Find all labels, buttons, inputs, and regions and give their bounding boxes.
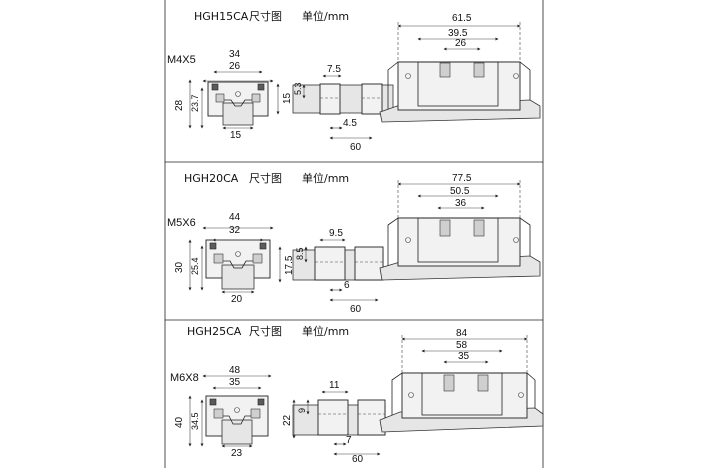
front-view: M5X6 44 32 30 25.4 20 — [167, 212, 274, 305]
dim-rail-width: 20 — [231, 294, 243, 305]
dim-inner-height: 23.7 — [190, 94, 200, 112]
frame — [164, 0, 544, 468]
dim-rail-width: 15 — [230, 130, 242, 141]
unit-label: 单位/mm — [302, 9, 349, 23]
model-name: HGH20CA — [184, 172, 239, 185]
dim-hole-spacing: 36 — [455, 198, 467, 209]
dim-height: 22 — [282, 414, 293, 426]
dim-height: 28 — [174, 99, 185, 111]
dim-upper: 5.3 — [293, 82, 303, 95]
front-view: M6X8 48 35 40 34.5 23 — [170, 365, 272, 459]
model-name: HGH15CA — [194, 10, 249, 23]
dim-bottom: 6 — [344, 280, 350, 291]
dim-top-width: 9.5 — [329, 228, 343, 239]
section-hgh20ca: HGH20CA 尺寸图 单位/mm M5X6 44 32 30 25.4 20 — [167, 171, 541, 315]
front-view: M4X5 34 26 28 23.7 15 — [167, 49, 274, 141]
dim-rail-width: 23 — [231, 448, 243, 459]
plan-view: 84 58 35 — [379, 328, 544, 433]
dim-bottom: 4.5 — [343, 118, 357, 129]
dim-upper: 9 — [297, 408, 307, 413]
title-cn: 尺寸图 — [249, 324, 282, 338]
unit-label: 单位/mm — [302, 171, 349, 185]
dim-inner: 39.5 — [448, 28, 468, 39]
dim-height: 40 — [174, 416, 185, 428]
dim-height: 30 — [174, 261, 185, 273]
title-cn: 尺寸图 — [249, 171, 282, 185]
dim-length: 84 — [456, 328, 468, 339]
dim-width: 48 — [229, 365, 241, 376]
side-view: 11 22 9 7 60 — [282, 380, 386, 465]
side-view: 7.5 15 5.3 4.5 60 — [276, 64, 394, 153]
dim-height: 15 — [282, 92, 293, 104]
plan-view: 77.5 50.5 36 — [379, 173, 541, 281]
dim-hole-pitch: 32 — [229, 225, 241, 236]
unit-label: 单位/mm — [302, 324, 349, 338]
dim-width: 44 — [229, 212, 241, 223]
dim-length: 61.5 — [452, 13, 472, 24]
dim-pitch: 60 — [350, 304, 362, 315]
title-cn: 尺寸图 — [249, 9, 282, 23]
dim-inner: 50.5 — [450, 186, 470, 197]
dim-inner: 58 — [456, 340, 468, 351]
dim-height: 17.5 — [284, 255, 295, 275]
thread-label: M6X8 — [170, 372, 199, 384]
dim-width: 34 — [229, 49, 241, 60]
section-hgh25ca: HGH25CA 尺寸图 单位/mm M6X8 48 35 40 34.5 23 — [170, 324, 544, 465]
dim-top-width: 11 — [329, 380, 340, 391]
dim-pitch: 60 — [352, 454, 364, 465]
side-view: 9.5 17.5 8.5 6 60 — [278, 228, 384, 315]
dim-upper: 8.5 — [295, 247, 305, 260]
thread-label: M5X6 — [167, 217, 196, 229]
dim-top-width: 7.5 — [327, 64, 341, 75]
dim-hole-spacing: 26 — [455, 38, 467, 49]
model-name: HGH25CA — [187, 325, 242, 338]
dim-hole-pitch: 35 — [229, 377, 241, 388]
dim-bottom: 7 — [346, 435, 352, 446]
dim-pitch: 60 — [350, 142, 362, 153]
plan-view: 61.5 39.5 26 — [379, 13, 541, 123]
dim-inner-height: 25.4 — [190, 257, 200, 275]
dim-hole-pitch: 26 — [229, 61, 241, 72]
thread-label: M4X5 — [167, 54, 196, 66]
dim-inner-height: 34.5 — [190, 412, 200, 430]
dim-hole-spacing: 35 — [458, 351, 470, 362]
dim-length: 77.5 — [452, 173, 472, 184]
section-hgh15ca: HGH15CA 尺寸图 单位/mm M4X5 34 26 28 23.7 15 — [167, 9, 541, 153]
